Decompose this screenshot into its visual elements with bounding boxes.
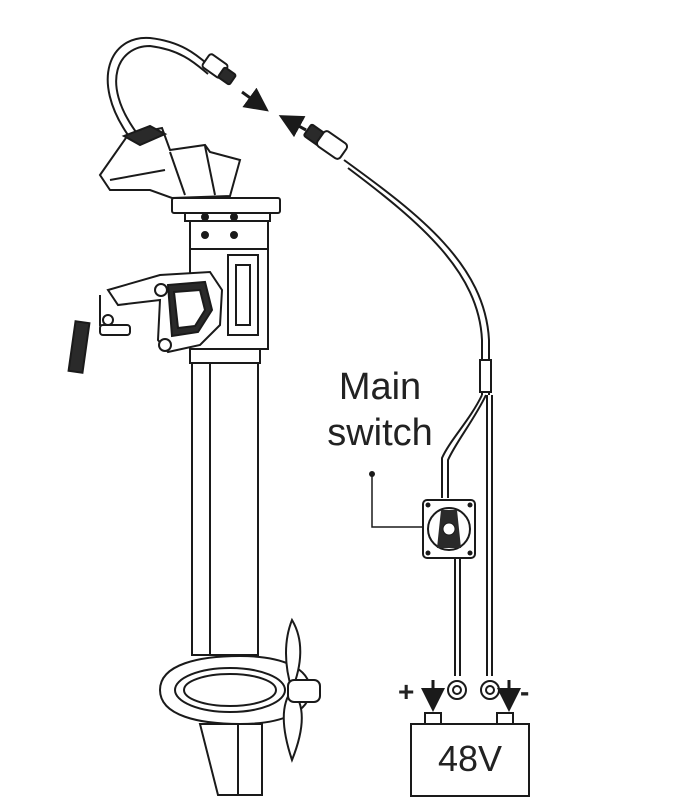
main-switch-label: Main switch: [300, 364, 460, 456]
arrow-left: [278, 115, 307, 138]
switch-output-wire: [454, 558, 461, 676]
head-connector: [201, 53, 237, 86]
ring-terminals: [447, 680, 500, 700]
plus-symbol: +: [398, 676, 415, 707]
battery: [410, 712, 530, 797]
switch-leader-line: [369, 471, 424, 528]
main-switch-label-line1: Main: [338, 366, 422, 408]
minus-symbol: -: [520, 676, 530, 707]
cable-sleeve: [479, 359, 492, 393]
main-switch: [422, 499, 476, 559]
battery-cable: [343, 159, 490, 395]
battery-cable-connector: [303, 123, 349, 160]
arrow-right: [241, 87, 269, 112]
split-wires: [441, 394, 493, 676]
head-cable: [106, 36, 213, 136]
battery-voltage-label: 48V: [437, 738, 503, 779]
main-switch-label-line2: switch: [327, 412, 433, 454]
outboard-motor: [67, 124, 321, 796]
